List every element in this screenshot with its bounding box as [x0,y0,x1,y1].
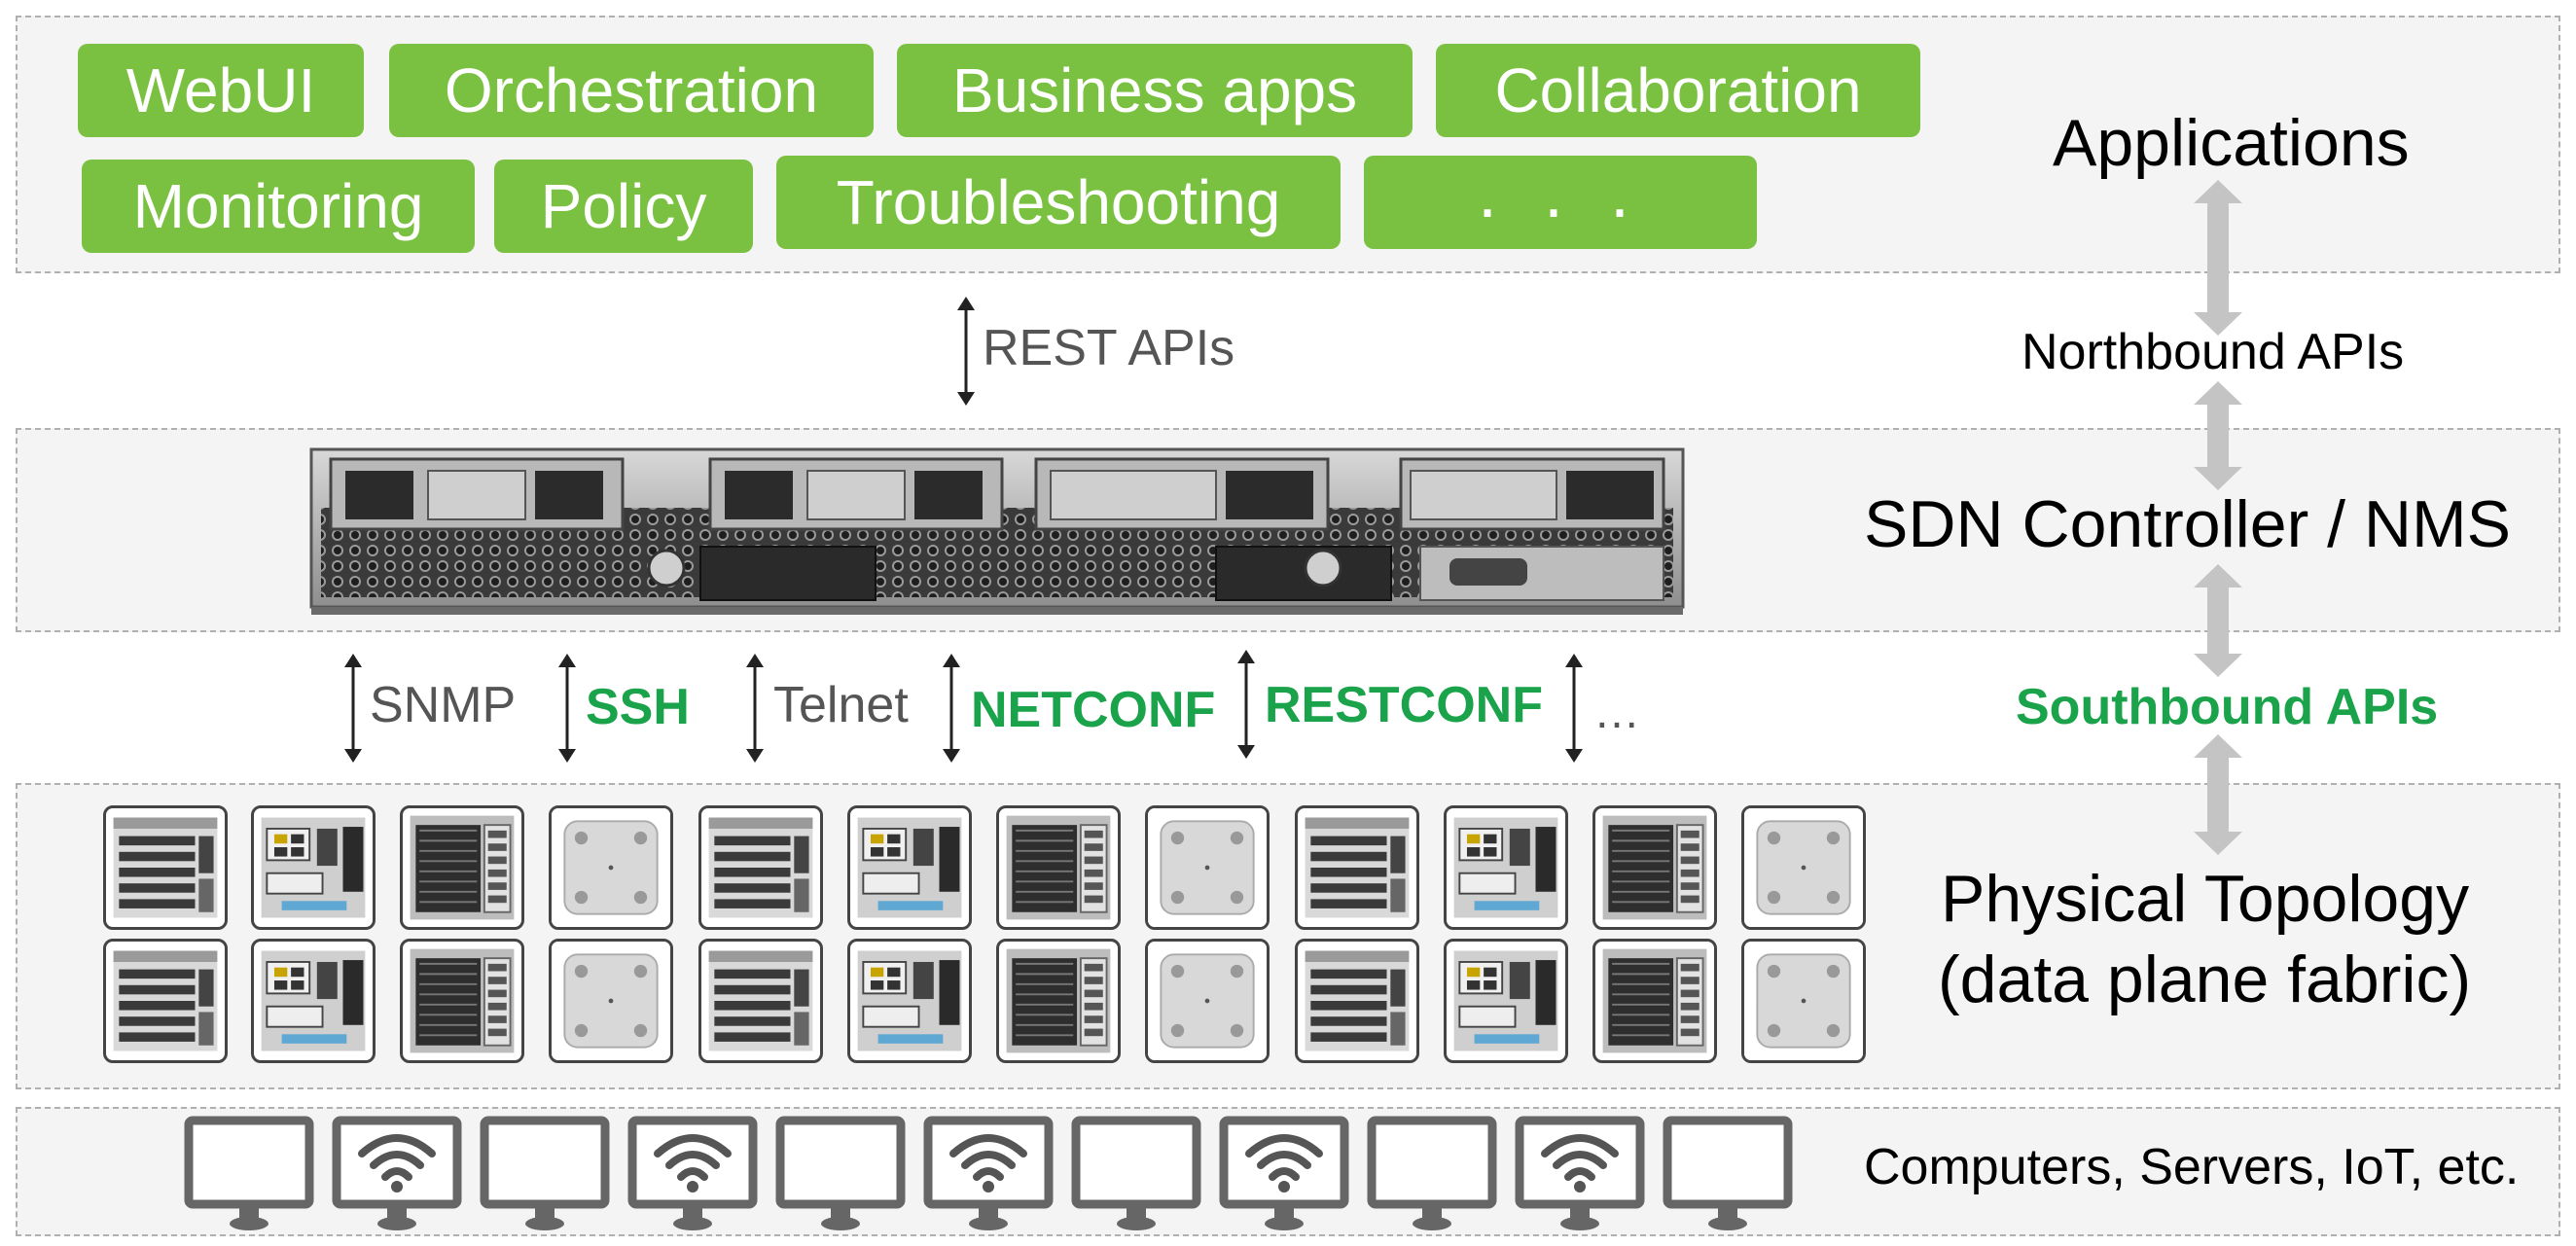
router-icon [1444,805,1568,930]
monitor-icon [184,1116,314,1233]
rest-api-arrow [957,297,975,406]
router-icon [847,805,972,930]
app-troubleshooting[interactable]: Troubleshooting [776,156,1341,249]
snmp-arrow [344,654,362,763]
access-point-icon [1741,939,1866,1063]
app-policy[interactable]: Policy [494,160,753,253]
protocol-ssh: SSH [586,679,690,735]
monitor-icon [1071,1116,1201,1233]
switch-icon [698,805,823,930]
server-chassis-icon [400,805,524,930]
northbound-api-label: Northbound APIs [2021,324,2405,380]
access-point-icon [1741,805,1866,930]
router-icon [251,939,376,1063]
sdn-controller-server [309,447,1685,615]
controller-layer-label: SDN Controller / NMS [1864,487,2512,561]
northbound-arrow-lower [2194,381,2242,490]
app-collaboration[interactable]: Collaboration [1436,44,1920,137]
ssh-arrow [558,654,576,763]
switch-icon [1295,939,1419,1063]
protocol-restconf: RESTCONF [1265,677,1543,733]
wifi-monitor-icon [923,1116,1054,1233]
northbound-arrow-upper [2194,180,2242,336]
wifi-monitor-icon [1515,1116,1645,1233]
app-webui[interactable]: WebUI [78,44,364,137]
protocol-more: … [1593,687,1640,738]
telnet-arrow [746,654,764,763]
endpoints-layer-label: Computers, Servers, IoT, etc. [1864,1139,2520,1195]
router-icon [251,805,376,930]
app-more[interactable]: . . . [1364,156,1757,249]
router-icon [1444,939,1568,1063]
protocol-snmp: SNMP [370,677,517,733]
monitor-icon [1663,1116,1793,1233]
server-chassis-icon [1592,939,1717,1063]
protocol-netconf: NETCONF [971,682,1216,738]
router-icon [847,939,972,1063]
physical-topology-label: Physical Topology [1941,862,2470,936]
switch-icon [698,939,823,1063]
protocol-telnet: Telnet [773,677,909,733]
access-point-icon [1145,939,1270,1063]
access-point-icon [549,805,673,930]
netconf-arrow [943,654,960,763]
wifi-monitor-icon [627,1116,758,1233]
southbound-api-label: Southbound APIs [2016,679,2439,735]
more-protocols-arrow [1565,654,1583,763]
rest-api-label: REST APIs [983,320,1235,376]
wifi-monitor-icon [1219,1116,1349,1233]
app-business-apps[interactable]: Business apps [897,44,1413,137]
switch-icon [103,805,228,930]
southbound-arrow-upper [2194,564,2242,677]
access-point-icon [1145,805,1270,930]
monitor-icon [1367,1116,1497,1233]
switch-icon [103,939,228,1063]
data-plane-fabric-label: (data plane fabric) [1938,943,2472,1016]
applications-layer-label: Applications [2053,106,2410,180]
restconf-arrow [1237,650,1255,759]
switch-icon [1295,805,1419,930]
app-orchestration[interactable]: Orchestration [389,44,874,137]
access-point-icon [549,939,673,1063]
monitor-icon [775,1116,906,1233]
server-chassis-icon [996,939,1121,1063]
wifi-monitor-icon [332,1116,462,1233]
monitor-icon [480,1116,610,1233]
server-chassis-icon [996,805,1121,930]
server-chassis-icon [1592,805,1717,930]
southbound-arrow-lower [2194,734,2242,855]
app-monitoring[interactable]: Monitoring [82,160,475,253]
server-chassis-icon [400,939,524,1063]
